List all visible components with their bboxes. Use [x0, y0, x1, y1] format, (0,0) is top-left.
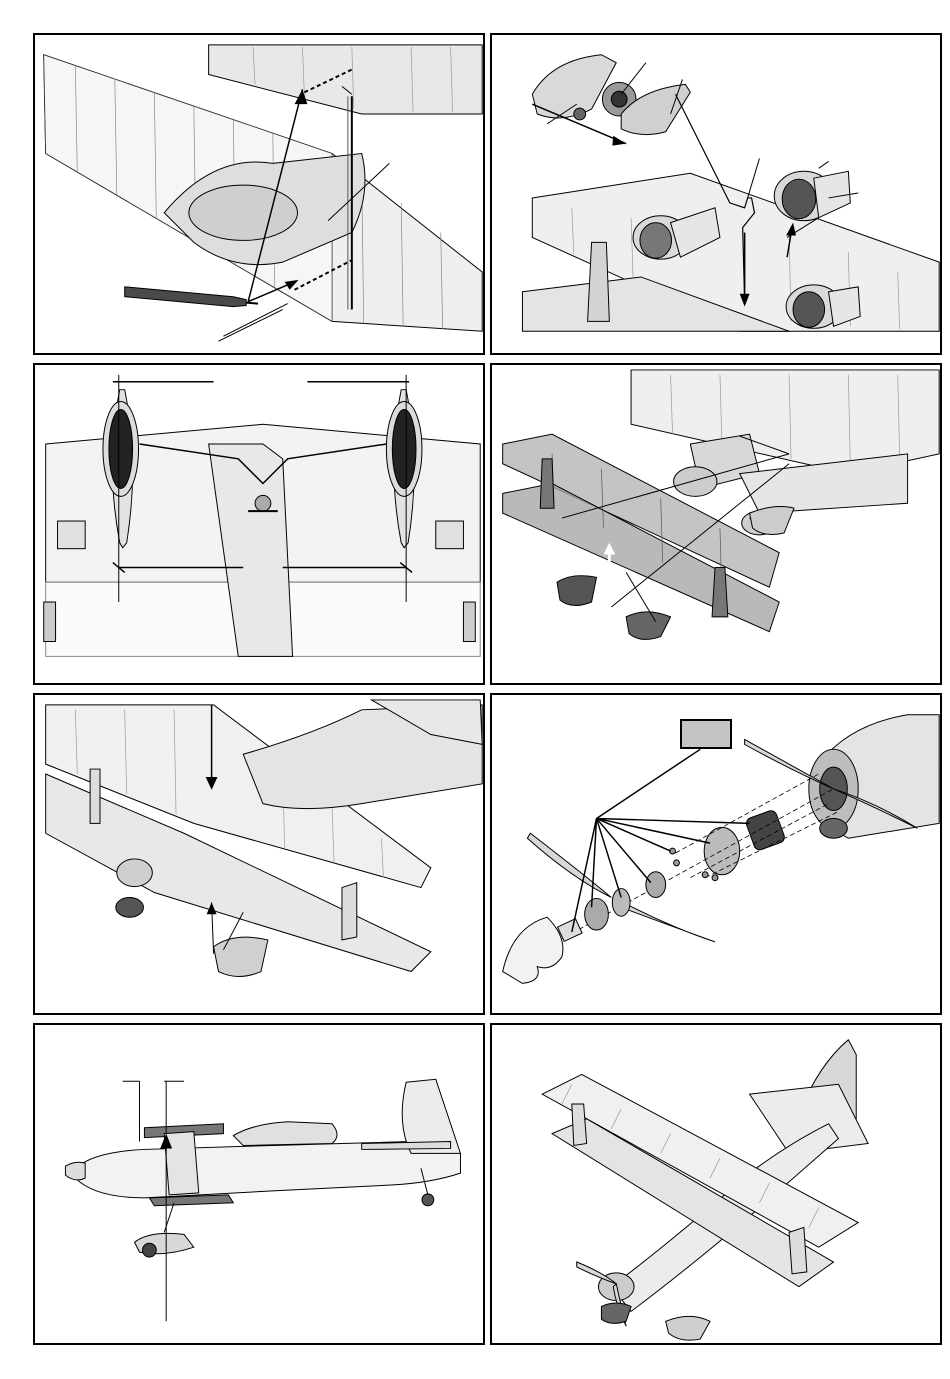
- wing-strut-diagram: [35, 35, 483, 353]
- landing-gear-diagram: [35, 365, 483, 683]
- panel-wing-strut-installation: [33, 33, 485, 355]
- panel-finished-biplane: [490, 1023, 942, 1345]
- panel-motor-propeller-exploded: [490, 693, 942, 1015]
- side-view-diagram: [35, 1025, 483, 1343]
- panel-wheel-pants-and-pushrod: [490, 33, 942, 355]
- wheel-pant-diagram: [492, 35, 940, 353]
- panel-side-view: [33, 1023, 485, 1345]
- panel-fuselage-wing-assembly: [490, 363, 942, 685]
- finished-biplane-illustration: [492, 1025, 940, 1343]
- panel-landing-gear-top-view: [33, 363, 485, 685]
- callout-label-box: [680, 719, 732, 749]
- wing-screw-diagram: [35, 695, 483, 1013]
- panel-wing-screw-and-wheel-pant: [33, 693, 485, 1015]
- assembly-diagram: [492, 365, 940, 683]
